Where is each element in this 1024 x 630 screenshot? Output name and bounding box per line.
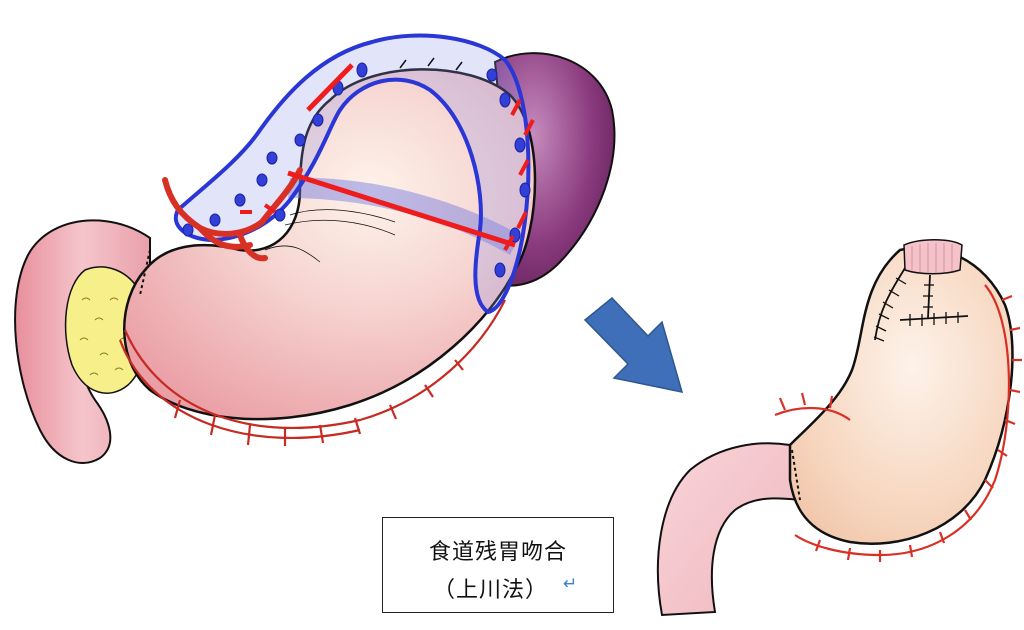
esophageal-cut-line — [306, 63, 354, 112]
gastric-transection-line — [287, 170, 516, 248]
transition-arrow — [583, 296, 684, 393]
remnant-stomach — [788, 246, 1014, 545]
resection-band — [288, 177, 520, 255]
paragraph-return-icon: ↵ — [563, 574, 578, 594]
duodenum-after — [656, 442, 802, 617]
caption-subtitle: （上川法） — [433, 578, 549, 603]
lymph-nodes — [182, 62, 531, 278]
pylorus-line-after — [791, 449, 801, 501]
gastroepiploic-vessels — [118, 299, 506, 446]
remnant-vessels — [774, 284, 1022, 562]
esophagus-stripes — [911, 243, 953, 273]
stomach-before-diagram — [14, 33, 616, 464]
remnant-stomach-diagram — [656, 239, 1022, 617]
omentum-lines — [264, 209, 396, 263]
pylorus-line — [139, 249, 151, 296]
pancreas-head — [64, 266, 148, 394]
caption-box: 食道残胃吻合 （上川法） ↵ — [382, 517, 614, 613]
caption-title: 食道残胃吻合 — [428, 540, 567, 565]
suture-ticks — [873, 277, 959, 342]
ligation-marks — [240, 99, 535, 251]
fundus-ties — [399, 57, 463, 71]
esophagus-stump — [903, 239, 963, 275]
resection-outline — [174, 33, 531, 315]
